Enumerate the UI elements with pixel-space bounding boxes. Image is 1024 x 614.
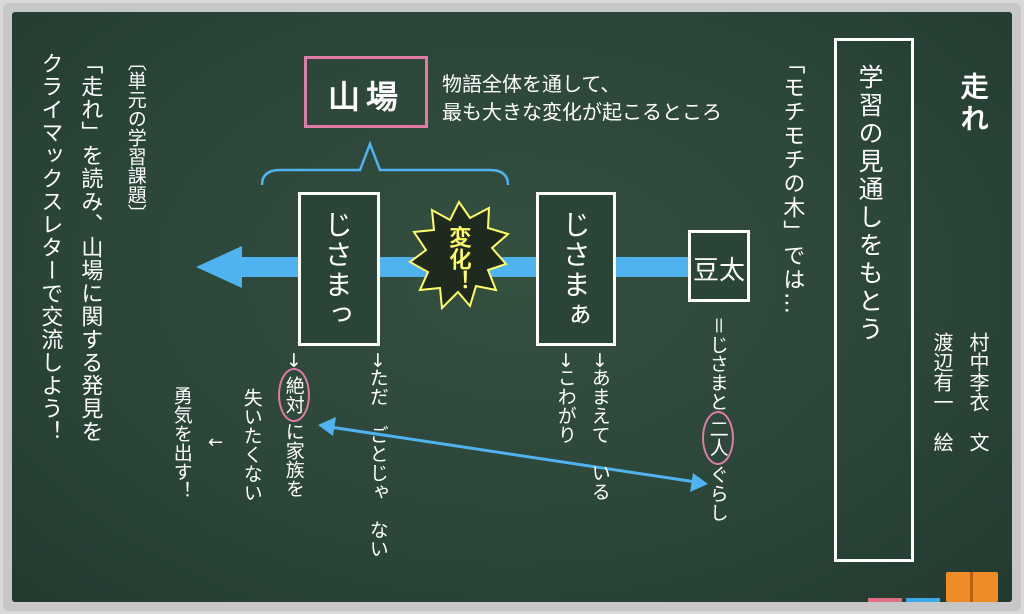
eraser	[946, 572, 998, 602]
mame-note-prefix: ＝じさまと	[706, 316, 729, 412]
credit-author: 村中李衣 文	[966, 332, 990, 452]
chalk-pink	[868, 598, 902, 602]
task-header: 〔単元の学習課題〕	[124, 52, 147, 223]
outlook-box	[834, 38, 914, 562]
mame-note-circled: 二人	[701, 411, 734, 466]
connecting-arrow	[329, 425, 697, 484]
task-line2: クライマックスレターで交流しよう！	[37, 52, 63, 443]
note-yuuki: 勇気を出す！	[170, 386, 193, 500]
mochimochi-intro: 「モチモチの木」では…	[779, 52, 805, 316]
note-tadagoto: →ただ ごとじゃ ない	[366, 352, 389, 558]
climax-desc-line2: 最も大きな変化が起こるところ	[442, 100, 722, 124]
climax-box	[304, 56, 428, 128]
note-arrow-left: ←	[208, 432, 224, 453]
note-zettai: →絶対に家族を	[277, 352, 310, 498]
climax-desc-line1: 物語全体を通して、	[442, 72, 621, 96]
chalk-blue	[906, 598, 940, 602]
change-label: 変化！	[445, 226, 471, 292]
mame-note: ＝じさまと二人ぐらし	[701, 316, 734, 523]
change-burst	[408, 200, 511, 311]
mame-box	[688, 230, 750, 302]
note-zettai-arrow: →	[282, 352, 305, 368]
jisama-left-label: じさまっ	[320, 210, 354, 330]
note-zettai-rest: に家族を	[282, 421, 305, 498]
chalkboard: 走れ 村中李衣 文 渡辺有一 絵 学習の見通しをもとう 「モチモチの木」では… …	[12, 12, 1012, 602]
mame-label: 豆太	[692, 256, 745, 286]
jisama-left-box	[298, 192, 380, 346]
mame-note-suffix: ぐらし	[706, 465, 729, 523]
note-kowagari: →こわがり	[554, 352, 577, 444]
timeline-arrow-head	[196, 246, 242, 288]
climax-brace	[260, 140, 510, 186]
jisama-right-label: じさまぁ	[558, 210, 592, 330]
outlook-text: 学習の見通しをもとう	[855, 64, 884, 344]
note-ushinai: 失いたくない	[240, 388, 263, 502]
connecting-arrow-head-left	[318, 417, 336, 436]
climax-label: 山場	[327, 78, 404, 116]
credit-illustrator: 渡辺有一 絵	[930, 332, 954, 452]
task-line1: 「走れ」を読み、山場に関する発見を	[77, 52, 103, 443]
page-title: 走れ	[956, 72, 990, 136]
jisama-right-box	[536, 192, 616, 346]
note-zettai-circled: 絶対	[277, 367, 310, 422]
connecting-arrow-head-right	[690, 473, 708, 492]
note-amaeteiru: →あまえて いる	[588, 352, 611, 501]
